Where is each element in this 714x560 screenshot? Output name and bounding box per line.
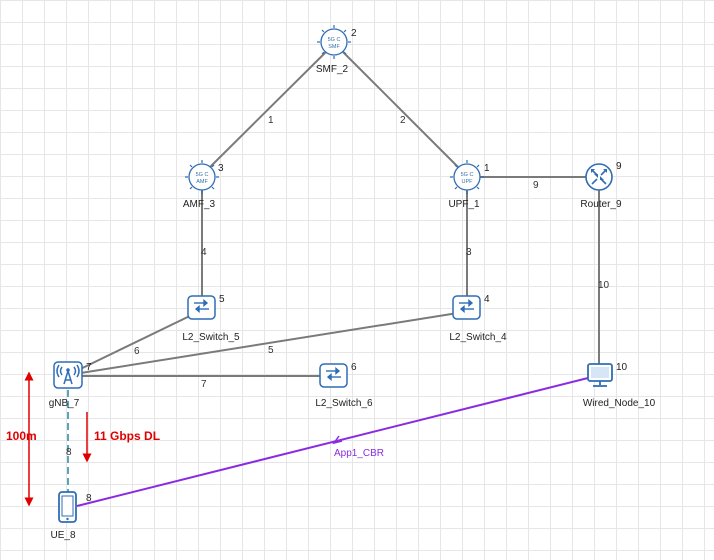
link-5[interactable] xyxy=(67,311,465,376)
monitor-icon xyxy=(587,363,613,387)
amf-name: AMF_3 xyxy=(183,199,216,210)
switch-6-id: 6 xyxy=(351,362,357,373)
smf-id: 2 xyxy=(351,28,357,39)
gnb-tower-icon xyxy=(53,361,83,389)
switch-6-name: L2_Switch_6 xyxy=(315,398,373,409)
svg-text:5G C: 5G C xyxy=(461,172,474,178)
router-icon xyxy=(585,163,613,191)
link-label-4: 4 xyxy=(201,247,207,258)
distance-annotation: 100m xyxy=(6,371,37,507)
switch-5-name: L2_Switch_5 xyxy=(182,332,240,343)
node-smf[interactable]: 5G C SMF 2 SMF_2 xyxy=(316,25,357,75)
node-gnb[interactable]: 7 gNB_7 xyxy=(49,361,92,409)
svg-text:5G C: 5G C xyxy=(196,172,209,178)
app-flow-label[interactable]: App1_CBR xyxy=(334,448,384,459)
switch-6-icon xyxy=(319,363,348,388)
wired-name: Wired_Node_10 xyxy=(583,398,656,409)
distance-label: 100m xyxy=(6,429,37,443)
gnb-id: 7 xyxy=(86,362,92,373)
bandwidth-label: 11 Gbps DL xyxy=(94,429,160,443)
node-ue[interactable]: 8 UE_8 xyxy=(50,491,92,541)
link-label-7: 7 xyxy=(201,379,207,390)
switch-4-id: 4 xyxy=(484,294,490,305)
router-name: Router_9 xyxy=(580,199,622,210)
link-label-10: 10 xyxy=(598,280,610,291)
link-label-3: 3 xyxy=(466,247,472,258)
upf-id: 1 xyxy=(484,163,490,174)
app-flow-arrowhead xyxy=(332,435,343,445)
upf-icon: 5G C UPF xyxy=(450,160,484,194)
link-label-1: 1 xyxy=(268,115,274,126)
switch-5-icon xyxy=(187,295,216,320)
switch-4-icon xyxy=(452,295,481,320)
link-1[interactable] xyxy=(201,44,334,176)
link-label-5: 5 xyxy=(268,345,274,356)
node-upf[interactable]: 5G C UPF 1 UPF_1 xyxy=(448,160,490,210)
svg-text:SMF: SMF xyxy=(328,44,340,50)
link-label-6: 6 xyxy=(134,346,140,357)
node-wired[interactable]: 10 Wired_Node_10 xyxy=(583,362,656,409)
node-switch-6[interactable]: 6 L2_Switch_6 xyxy=(315,362,373,409)
amf-icon: 5G C AMF xyxy=(185,160,219,194)
bandwidth-annotation: 11 Gbps DL xyxy=(82,412,160,463)
svg-text:AMF: AMF xyxy=(196,179,208,185)
ue-name: UE_8 xyxy=(50,530,75,541)
svg-text:5G C: 5G C xyxy=(328,37,341,43)
switch-5-id: 5 xyxy=(219,294,225,305)
router-id: 9 xyxy=(616,161,622,172)
ue-id: 8 xyxy=(86,493,92,504)
svg-text:UPF: UPF xyxy=(462,179,474,185)
link-labels: 1 2 9 4 3 10 6 5 7 8 xyxy=(66,115,610,458)
node-switch-5[interactable]: 5 L2_Switch_5 xyxy=(182,294,240,343)
gnb-name: gNB_7 xyxy=(49,398,80,409)
upf-name: UPF_1 xyxy=(448,199,480,210)
switch-4-name: L2_Switch_4 xyxy=(449,332,507,343)
link-label-9: 9 xyxy=(533,180,539,191)
node-switch-4[interactable]: 4 L2_Switch_4 xyxy=(449,294,507,343)
node-amf[interactable]: 5G C AMF 3 AMF_3 xyxy=(183,160,224,210)
phone-icon xyxy=(58,491,77,523)
link-6[interactable] xyxy=(67,311,199,376)
link-label-8: 8 xyxy=(66,447,72,458)
smf-icon: 5G C SMF xyxy=(317,25,351,59)
amf-id: 3 xyxy=(218,163,224,174)
node-router[interactable]: 9 Router_9 xyxy=(580,161,622,210)
link-label-2: 2 xyxy=(400,115,406,126)
smf-name: SMF_2 xyxy=(316,64,349,75)
links xyxy=(67,44,600,377)
wired-id: 10 xyxy=(616,362,628,373)
link-2[interactable] xyxy=(335,44,467,176)
